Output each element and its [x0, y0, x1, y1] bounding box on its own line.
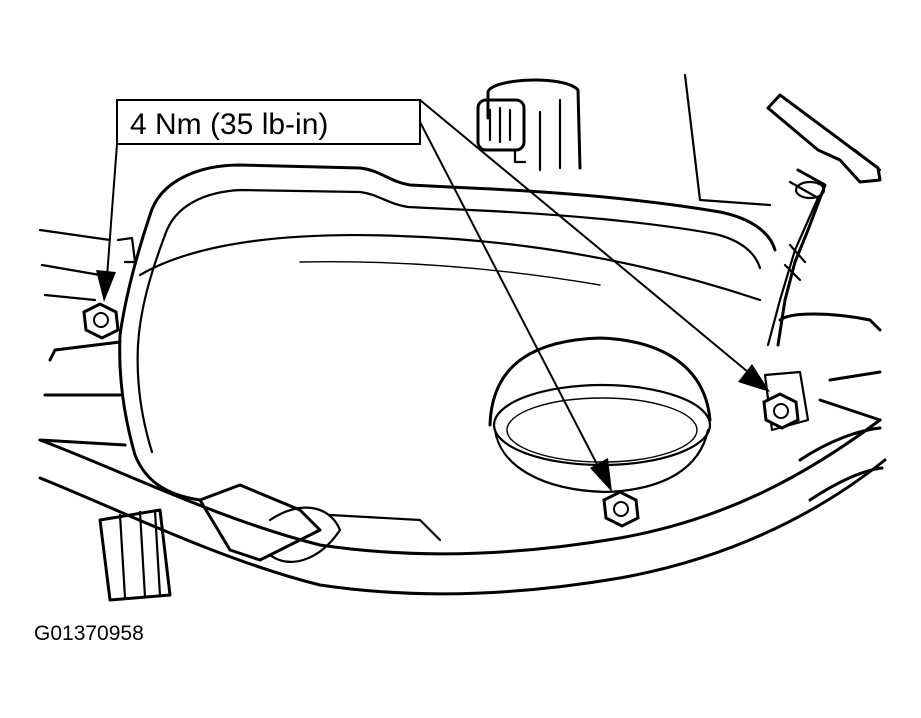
bottom-left-coupling-ribs	[118, 509, 162, 600]
pulley-recess-outer	[488, 336, 712, 427]
engine-line-art	[38, 73, 887, 602]
bottom-tab	[328, 513, 442, 542]
top-connector	[476, 98, 526, 152]
lower-hose-top	[38, 418, 882, 556]
dipstick-tube-inner	[766, 180, 820, 347]
lower-hose-bottom	[38, 458, 887, 596]
dipstick-handle-cap	[853, 148, 882, 172]
cover-top-inner-ridge	[163, 188, 762, 270]
pulley-recess-rim	[492, 383, 712, 467]
cover-body-shading	[299, 261, 601, 286]
left-bolt-tab	[116, 236, 137, 264]
dipstick-tube	[776, 168, 827, 347]
lower-center-bolt-center	[613, 501, 629, 517]
top-sensor-neck	[538, 98, 562, 172]
left-bolt[interactable]	[82, 302, 120, 340]
top-sensor-body	[486, 78, 582, 170]
upper-right-block	[683, 73, 772, 207]
bottom-clamp	[268, 506, 342, 563]
top-connector-detail	[488, 106, 527, 164]
dipstick-handle	[766, 93, 882, 184]
cover-body-curve	[138, 233, 762, 302]
cover-left-inner	[136, 233, 167, 454]
figure-id: G01370958	[34, 622, 144, 645]
pulley-recess-inner	[506, 397, 698, 463]
torque-callout-box	[116, 99, 421, 145]
dipstick-clip	[783, 243, 807, 282]
bottom-strap	[198, 483, 322, 562]
arrowhead-right	[738, 364, 770, 392]
pulley-recess-wall	[493, 428, 710, 494]
arrowhead-left	[96, 270, 116, 302]
right-bolt-center	[773, 403, 789, 419]
right-bolt[interactable]	[762, 392, 800, 430]
lower-center-bolt[interactable]	[602, 490, 640, 528]
leader-right	[419, 99, 749, 373]
cover-left-flange	[118, 213, 202, 502]
torque-label: 4 Nm (35 lb-in)	[130, 108, 328, 141]
leader-center	[419, 121, 601, 471]
left-bolt-center	[93, 312, 109, 328]
dipstick-collar	[794, 180, 826, 200]
left-bracket	[38, 340, 127, 447]
cover-top-ridge	[148, 163, 777, 252]
right-side-block	[778, 312, 882, 422]
left-side-lines	[38, 228, 112, 302]
arrowhead-center	[590, 458, 612, 492]
right-hose-end	[798, 426, 884, 502]
torque-callout: 4 Nm (35 lb-in)	[96, 99, 770, 492]
